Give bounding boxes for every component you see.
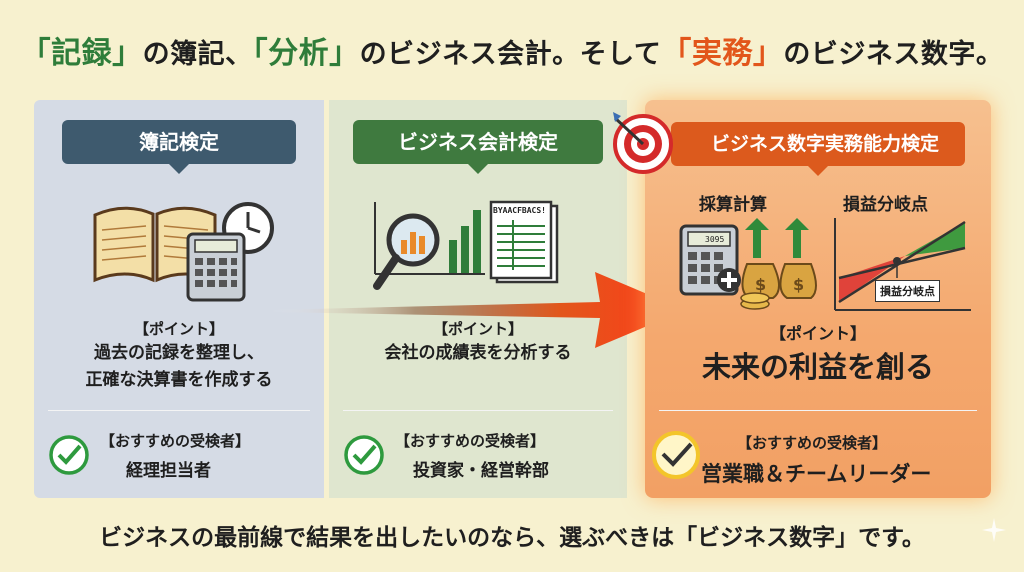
panel-title: ビジネス会計検定: [353, 120, 603, 174]
recommend-value: 経理担当者: [126, 461, 211, 481]
headline-keyword-analysis: 「分析」: [252, 36, 360, 71]
divider: [659, 410, 977, 411]
footer-message: ビジネスの最前線で結果を出したいのなら、選ぶべきは「ビジネス数字」です。: [99, 525, 925, 551]
headline-keyword-record: 「記録」: [20, 36, 143, 71]
point-text-big: 未来の利益を創る: [701, 350, 934, 384]
report-icon: [489, 200, 559, 284]
headline-text: のビジネス数字。: [783, 39, 1004, 70]
break-even-chart-icon: [834, 218, 971, 311]
break-even-label: 損益分岐点: [875, 280, 940, 302]
arrow-icon: [270, 272, 685, 348]
divider: [48, 410, 310, 411]
panel-bookkeeping: 簿記検定 【ポイント】 過去の記録を整理し、 正確な決算書を作成する 【おすすめ…: [34, 100, 324, 498]
calculator-display: 3095: [705, 235, 725, 244]
point-label: 【ポイント】: [432, 320, 523, 338]
point-text-line1: 過去の記録を整理し、: [94, 343, 264, 363]
headline-text: のビジネス会計。そして: [359, 39, 662, 70]
recommend-label: 【おすすめの受検者】: [100, 432, 251, 450]
panel-business-accounting: ビジネス会計検定 BYAACFBACS! 【ポイント】 会社の成績表を分析する …: [329, 100, 627, 498]
recommend-value: 営業職＆チームリーダー: [701, 462, 932, 486]
point-label: 【ポイント】: [769, 324, 866, 343]
recommend-label: 【おすすめの受検者】: [395, 432, 546, 450]
target-icon: [613, 112, 673, 174]
point-text-line1: 会社の成績表を分析する: [384, 343, 572, 363]
subtitle-profitability: 採算計算: [699, 195, 767, 215]
panel-title: 簿記検定: [62, 120, 296, 174]
svg-text:$: $: [793, 275, 804, 294]
sparkle-icon: [982, 518, 1006, 542]
calculator-icon: [186, 232, 246, 302]
magnifier-chart-icon: [373, 202, 485, 290]
headline-keyword-practice: 「実務」: [661, 36, 784, 71]
recommend-value: 投資家・経営幹部: [413, 461, 549, 481]
headline-text: の簿記、: [142, 39, 253, 70]
check-icon: [652, 431, 700, 479]
panel-title: ビジネス数字実務能力検定: [671, 122, 965, 176]
check-icon: [49, 435, 89, 475]
point-label: 【ポイント】: [133, 320, 224, 338]
point-text-line2: 正確な決算書を作成する: [85, 370, 273, 390]
panel-business-numbers: ビジネス数字実務能力検定 採算計算 損益分岐点 3095 $ $ 損益: [613, 100, 991, 498]
subtitle-break-even: 損益分岐点: [843, 195, 928, 215]
check-icon: [344, 435, 384, 475]
recommend-label: 【おすすめの受検者】: [737, 434, 888, 452]
divider: [343, 410, 613, 411]
svg-text:$: $: [755, 275, 766, 294]
headline: 「記録」の簿記、「分析」のビジネス会計。そして「実務」のビジネス数字。: [0, 28, 1024, 72]
money-bag-icon: $ $: [717, 218, 817, 310]
report-header-text: BYAACFBACS!: [493, 206, 546, 215]
